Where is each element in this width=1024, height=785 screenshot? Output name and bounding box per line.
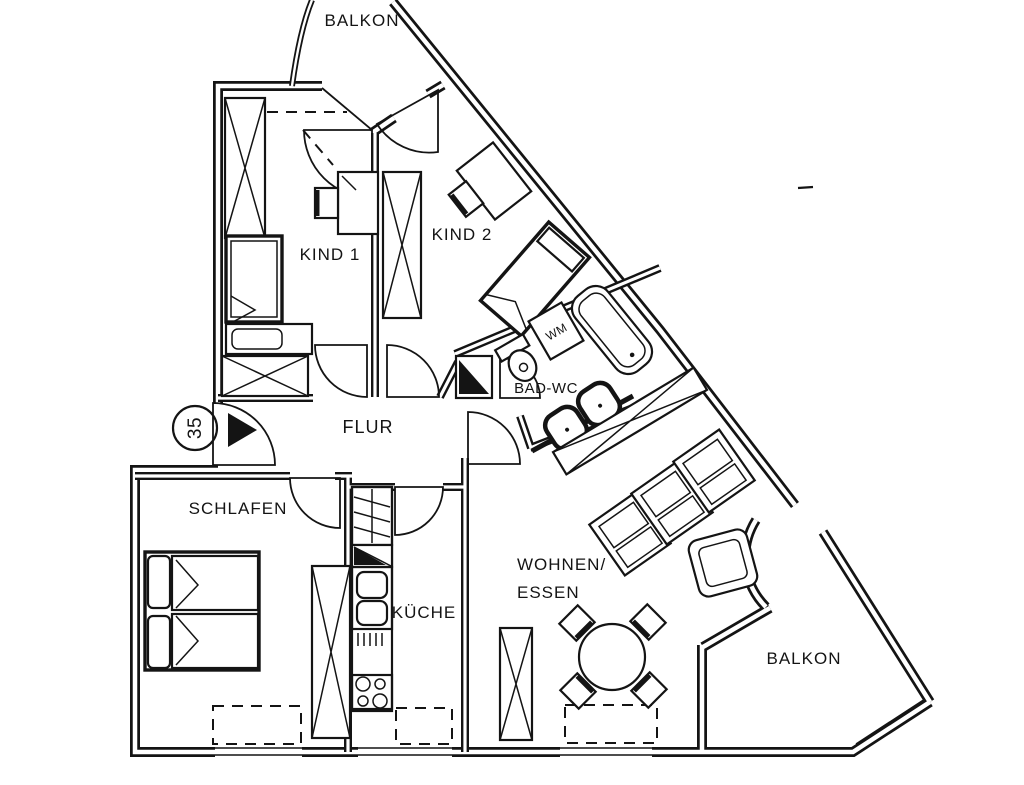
label-balkon-bottom: BALKON bbox=[767, 649, 842, 668]
kueche-window-box bbox=[395, 707, 453, 745]
kind1-cabinet bbox=[220, 354, 310, 398]
sofa-seat-1 bbox=[587, 491, 673, 577]
schlafen-window-box bbox=[212, 705, 302, 745]
kueche-door-swing bbox=[394, 486, 444, 536]
sideboard bbox=[551, 366, 709, 476]
wohnen-window-box bbox=[564, 704, 658, 744]
stove bbox=[350, 673, 394, 713]
wohnen-cabinet bbox=[498, 626, 534, 742]
kind1-dashed-outline bbox=[267, 111, 347, 166]
label-kueche: KÜCHE bbox=[392, 603, 457, 622]
schlafen-wardrobe bbox=[310, 564, 352, 740]
kind1-dresser bbox=[224, 322, 314, 356]
bad-vent-shaft bbox=[454, 354, 494, 400]
toilet bbox=[493, 332, 538, 383]
kind2-desk-chair bbox=[447, 179, 485, 219]
kind1-desk-chair bbox=[313, 186, 340, 220]
sofa-seat-2 bbox=[629, 460, 715, 546]
kind2-balcony-door-swing bbox=[375, 88, 439, 154]
kind1-desk bbox=[336, 170, 380, 236]
kueche-vent-shaft bbox=[350, 543, 394, 569]
label-flur: FLUR bbox=[342, 417, 393, 437]
schlafen-double-bed bbox=[143, 550, 261, 672]
wohnen-door-swing bbox=[467, 411, 521, 465]
unit-number-badge: 35 bbox=[171, 404, 219, 452]
sofa-seat-3 bbox=[671, 428, 757, 514]
kitchen-sink bbox=[350, 565, 394, 646]
dining-chair-se bbox=[629, 670, 669, 710]
window-glazing bbox=[215, 698, 926, 756]
label-kind1: KIND 1 bbox=[300, 245, 361, 264]
dining-table-top bbox=[577, 622, 647, 692]
label-essen: ESSEN bbox=[517, 583, 580, 602]
unit-number: 35 bbox=[185, 417, 206, 439]
kind2-door-swing bbox=[386, 344, 440, 398]
label-bad-wc: BAD-WC bbox=[514, 380, 578, 397]
entrance-arrow-icon bbox=[228, 413, 257, 447]
label-balkon-top: BALKON bbox=[325, 11, 400, 30]
kind1-door-swing bbox=[314, 344, 368, 398]
kind2-wardrobe bbox=[381, 170, 423, 320]
label-schlafen: SCHLAFEN bbox=[189, 499, 288, 518]
schlafen-door-swing bbox=[289, 477, 341, 529]
label-kind2: KIND 2 bbox=[432, 225, 493, 244]
dining-chair-sw bbox=[558, 671, 598, 711]
label-wohnen: WOHNEN/ bbox=[517, 555, 606, 574]
dining-chair-nw bbox=[557, 603, 597, 643]
balcony-top-railing bbox=[292, 0, 312, 86]
dining-chair-ne bbox=[628, 602, 668, 642]
washing-machine: WM bbox=[527, 300, 585, 362]
stray-mark bbox=[797, 185, 814, 190]
kind2-bed bbox=[478, 219, 592, 339]
kind1-bed bbox=[224, 234, 284, 324]
entrance-door-swing bbox=[212, 402, 276, 466]
armchair bbox=[687, 528, 759, 598]
bathtub bbox=[570, 284, 654, 376]
kitchen-unit bbox=[350, 485, 394, 713]
kind1-wardrobe bbox=[223, 96, 267, 240]
dining-table bbox=[557, 602, 669, 711]
